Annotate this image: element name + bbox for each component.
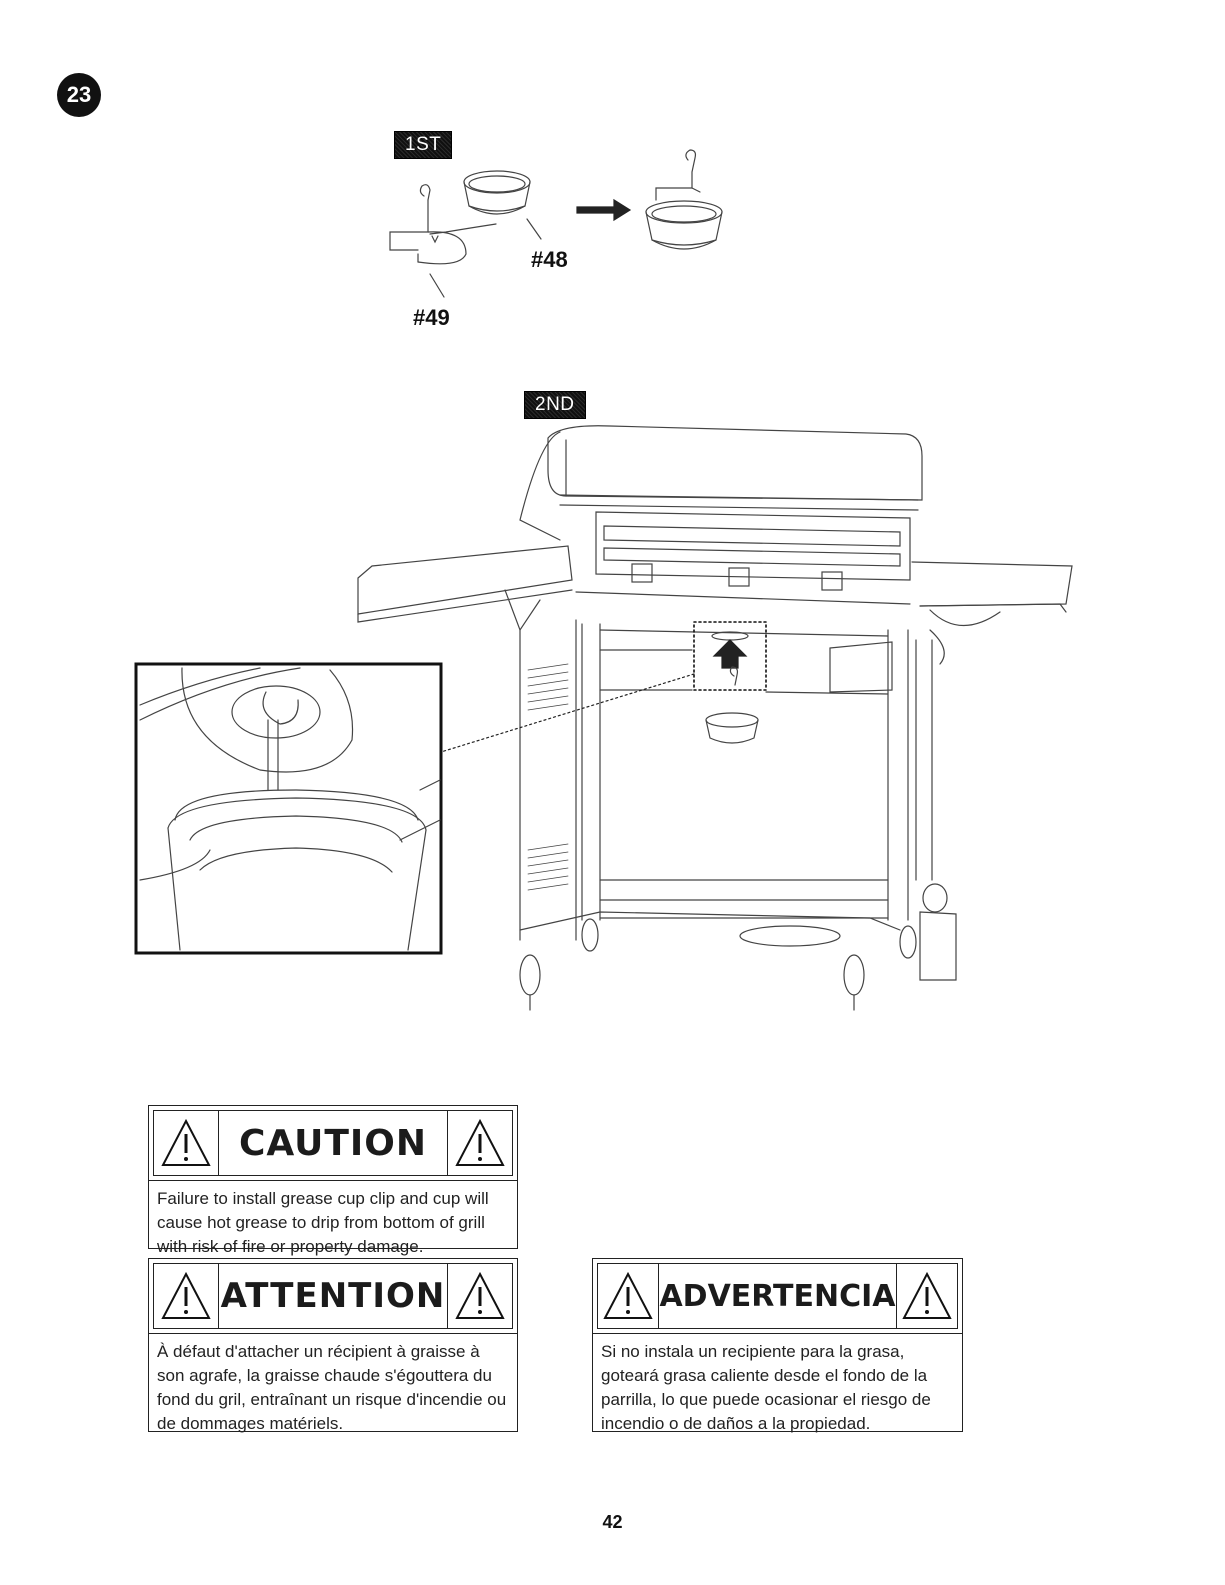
stage-label-first: 1ST [394, 131, 453, 159]
stage-label-second: 2ND [524, 391, 586, 419]
part-label-grease-cup-clip: #49 [413, 305, 450, 330]
warning-triangle-icon [895, 1264, 957, 1328]
part-label-grease-cup: #48 [531, 247, 568, 272]
warning-triangle-icon [154, 1111, 219, 1175]
warning-triangle-icon [154, 1264, 219, 1328]
caution-title: CAUTION [219, 1111, 447, 1175]
grease-cup-part-illustration [463, 170, 531, 215]
attention-text: À défaut d'attacher un récipient à grais… [149, 1333, 517, 1442]
attention-warning-box: ATTENTION À défaut d'attacher un récipie… [148, 1258, 518, 1433]
caution-text: Failure to install grease cup clip and c… [149, 1180, 517, 1265]
attention-header: ATTENTION [153, 1263, 513, 1329]
advertencia-header: ADVERTENCIA [597, 1263, 958, 1329]
warning-triangle-icon [447, 1264, 512, 1328]
advertencia-title: ADVERTENCIA [659, 1264, 896, 1328]
advertencia-text: Si no instala un recipiente para la gras… [593, 1333, 962, 1442]
detail-inset [134, 662, 443, 955]
warning-triangle-icon [447, 1111, 512, 1175]
grease-cup-clip-part-illustration [389, 184, 497, 265]
caution-warning-box: CAUTION Failure to install grease cup cl… [148, 1105, 518, 1256]
assembled-grease-cup-illustration [645, 149, 723, 250]
warning-triangle-icon [598, 1264, 660, 1328]
arrow-up-icon [712, 639, 748, 669]
arrow-right-icon [576, 198, 632, 222]
page-number: 42 [602, 1512, 623, 1532]
advertencia-warning-box: ADVERTENCIA Si no instala un recipiente … [592, 1258, 963, 1433]
caution-header: CAUTION [153, 1110, 513, 1176]
attention-title: ATTENTION [219, 1264, 447, 1328]
grill-illustration [357, 425, 1073, 1011]
step-number-badge: 23 [57, 73, 101, 117]
